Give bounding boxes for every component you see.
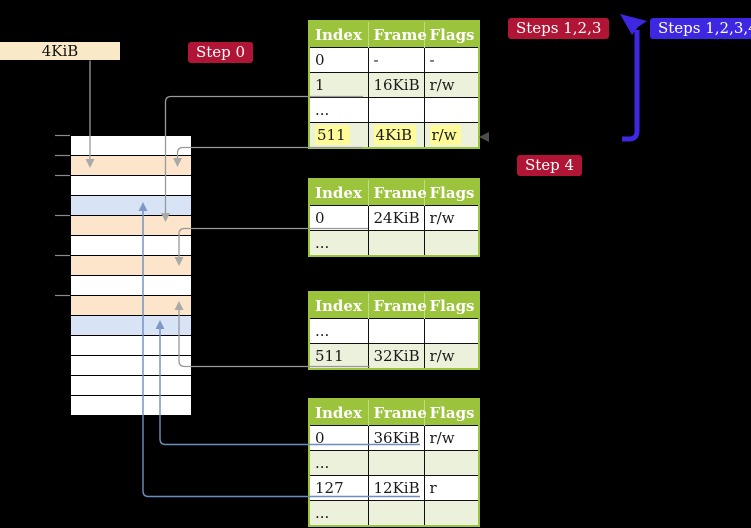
table-cell — [367, 97, 425, 123]
table-cell: - — [423, 47, 480, 73]
table-cell: r/w — [423, 425, 480, 451]
table-row: ... — [308, 230, 480, 257]
arrow-t1-entry511-to-frame — [176, 146, 363, 158]
table-cell — [423, 500, 480, 527]
table-cell: ... — [308, 318, 369, 344]
table-cell: r/w — [423, 205, 480, 231]
table-cell — [423, 230, 480, 257]
physical-memory-stack — [70, 135, 192, 417]
column-header: Index — [309, 21, 368, 48]
table-cell — [367, 318, 425, 344]
table-row: 0-- — [308, 47, 480, 73]
table-cell — [367, 450, 425, 476]
memory-frame-row — [71, 336, 191, 356]
table-cell: 1 — [308, 72, 369, 98]
table-cell: 24KiB — [367, 205, 425, 231]
table-cell: 12KiB — [367, 475, 425, 501]
table-cell: 4KiB — [367, 122, 425, 149]
column-header: Frame — [367, 399, 427, 426]
column-header: Frame — [367, 292, 427, 319]
column-header: Frame — [367, 179, 427, 206]
table-row: ... — [308, 450, 480, 476]
memory-frame-row — [71, 396, 191, 416]
column-header: Index — [309, 399, 368, 426]
column-header: Flags — [423, 399, 479, 426]
table-cell: 127 — [308, 475, 369, 501]
memory-frame-row — [71, 316, 191, 336]
table-cell: 0 — [308, 425, 369, 451]
steps-123-badge: Steps 1,2,3 — [508, 18, 610, 39]
table1-side-arrowhead — [479, 132, 489, 142]
table-cell: - — [367, 47, 425, 73]
memory-frame-row — [71, 256, 191, 276]
table-cell: ... — [308, 230, 369, 257]
step-4-badge: Step 4 — [517, 155, 583, 176]
memory-frame-row — [71, 136, 191, 156]
table-cell: ... — [308, 97, 369, 123]
page-size-label: 4KiB — [0, 42, 120, 60]
loop-back-arrowhead — [620, 14, 647, 35]
column-header: Index — [309, 292, 368, 319]
table-cell: 36KiB — [367, 425, 425, 451]
table-cell: r/w — [423, 343, 480, 370]
table-row: ... — [308, 318, 480, 344]
memory-frame-row — [71, 236, 191, 256]
memory-frame-row — [71, 376, 191, 396]
table-cell: 0 — [308, 47, 369, 73]
column-header: Flags — [423, 292, 479, 319]
step-0-badge: Step 0 — [188, 42, 254, 63]
table-cell: r — [423, 475, 480, 501]
table-cell: 16KiB — [367, 72, 425, 98]
table-row: ... — [308, 500, 480, 527]
table-row: ... — [308, 97, 480, 123]
memory-frame-row — [71, 356, 191, 376]
memory-frame-row — [71, 176, 191, 196]
table-cell: 511 — [308, 122, 369, 149]
table-cell: r/w — [423, 72, 480, 98]
memory-frame-row — [71, 196, 191, 216]
table-cell: ... — [308, 450, 369, 476]
column-header: Flags — [423, 21, 479, 48]
table-cell — [367, 500, 425, 527]
column-header: Frame — [367, 21, 427, 48]
table-cell: 32KiB — [367, 343, 425, 370]
table-cell: 511 — [308, 343, 369, 370]
memory-frame-row — [71, 276, 191, 296]
memory-frame-row — [71, 296, 191, 316]
table-cell: 0 — [308, 205, 369, 231]
loop-back-arrow — [622, 30, 640, 142]
steps-1234-badge: Steps 1,2,3,4 — [650, 18, 751, 39]
table-cell: ... — [308, 500, 369, 527]
memory-frame-row — [71, 216, 191, 236]
memory-address-ticks — [55, 134, 70, 297]
column-header: Index — [309, 179, 368, 206]
table-cell: r/w — [423, 122, 480, 149]
table-cell — [423, 450, 480, 476]
column-header: Flags — [423, 179, 479, 206]
memory-frame-row — [71, 156, 191, 176]
table-cell — [423, 318, 480, 344]
table-cell — [423, 97, 480, 123]
table-cell — [367, 230, 425, 257]
